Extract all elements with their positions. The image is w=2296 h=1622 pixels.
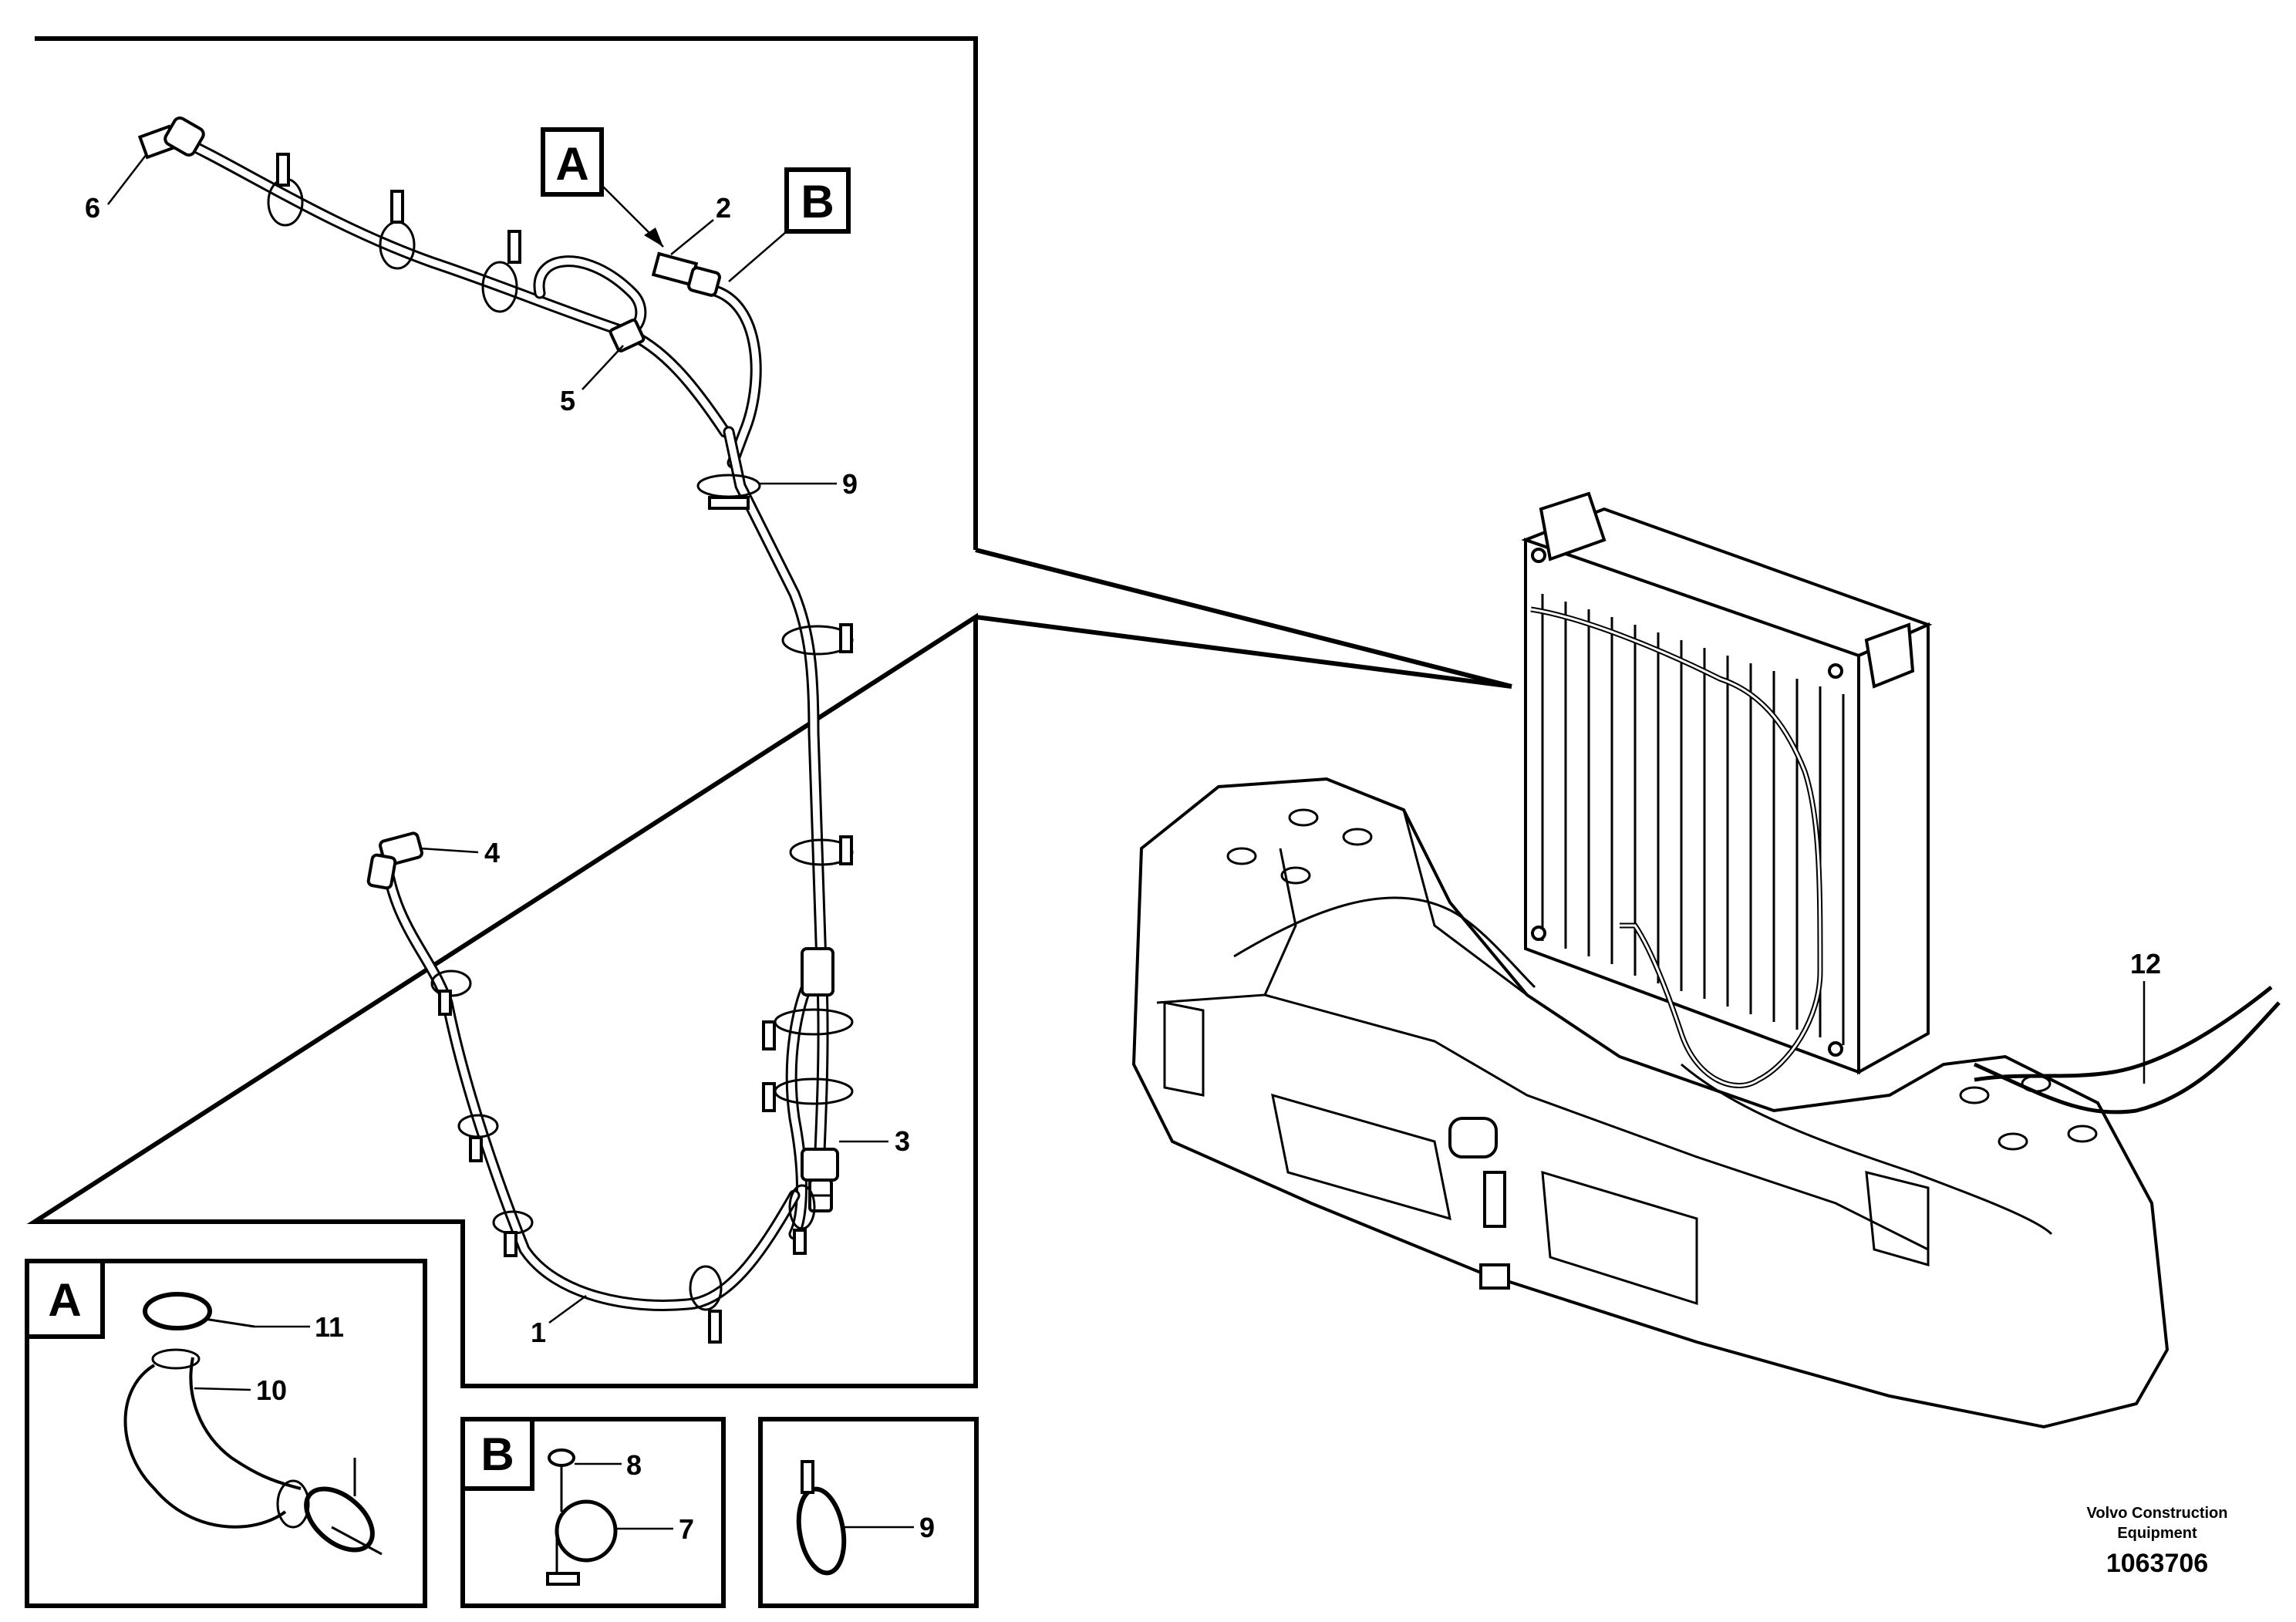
callout-6: 6 <box>85 153 147 224</box>
callout-8: 8 <box>575 1449 642 1481</box>
t-fitting <box>801 947 834 996</box>
callout-3: 3 <box>839 1125 910 1157</box>
callout-12-label: 12 <box>2130 948 2161 980</box>
callout-6-label: 6 <box>85 192 100 224</box>
callout-2: 2 <box>670 192 731 255</box>
callout-7-label: 7 <box>679 1513 694 1545</box>
zoom-leader-lines <box>975 548 1512 689</box>
detail-a-letter: A <box>48 1274 81 1326</box>
main-detail-frame <box>26 36 978 1388</box>
detail-box-9: 9 <box>758 1417 979 1608</box>
callout-7: 7 <box>617 1513 694 1545</box>
credit-line-1: Volvo Construction <box>2087 1505 2228 1522</box>
credit-line-2: Equipment <box>2117 1525 2197 1542</box>
callout-2-label: 2 <box>716 192 731 224</box>
callout-9-detail: 9 <box>845 1512 935 1543</box>
callout-10-label: 10 <box>256 1374 287 1406</box>
clamp-5 <box>609 319 646 352</box>
connector-6 <box>137 116 205 160</box>
callout-1-label: 1 <box>531 1317 546 1348</box>
callout-9-main-label: 9 <box>842 468 858 500</box>
detail-box-b: B 8 7 <box>460 1417 726 1608</box>
credit-block: Volvo Construction Equipment 1063706 <box>2087 1505 2228 1578</box>
callout-5-label: 5 <box>560 385 575 416</box>
view-b-marker: B <box>728 167 851 282</box>
callout-9-detail-label: 9 <box>919 1512 935 1543</box>
radiator-overview <box>1521 491 1933 1088</box>
hose-clamps <box>267 153 854 1344</box>
detail-box-a: A 11 10 <box>25 1259 427 1608</box>
callout-1: 1 <box>531 1294 587 1348</box>
view-b-letter: B <box>801 176 834 228</box>
connector-2 <box>651 251 721 297</box>
callout-4-label: 4 <box>484 837 500 868</box>
callout-5: 5 <box>560 345 624 416</box>
connector-4 <box>366 831 423 890</box>
hose-assembly <box>171 133 829 1311</box>
counterweight-overview <box>1131 777 2281 1429</box>
callout-12: 12 <box>2130 948 2161 1084</box>
callout-8-label: 8 <box>626 1449 642 1481</box>
view-a-marker: A <box>541 127 664 248</box>
detail-b-letter: B <box>480 1428 514 1480</box>
sensor-3 <box>801 1148 839 1212</box>
callout-9-main: 9 <box>760 468 858 500</box>
callout-3-label: 3 <box>895 1125 910 1157</box>
callout-11: 11 <box>255 1311 344 1343</box>
callout-4: 4 <box>420 837 500 868</box>
drawing-number: 1063706 <box>2106 1549 2208 1578</box>
callout-11-label: 11 <box>315 1311 344 1343</box>
callout-10: 10 <box>194 1374 287 1406</box>
view-a-letter: A <box>555 138 588 190</box>
